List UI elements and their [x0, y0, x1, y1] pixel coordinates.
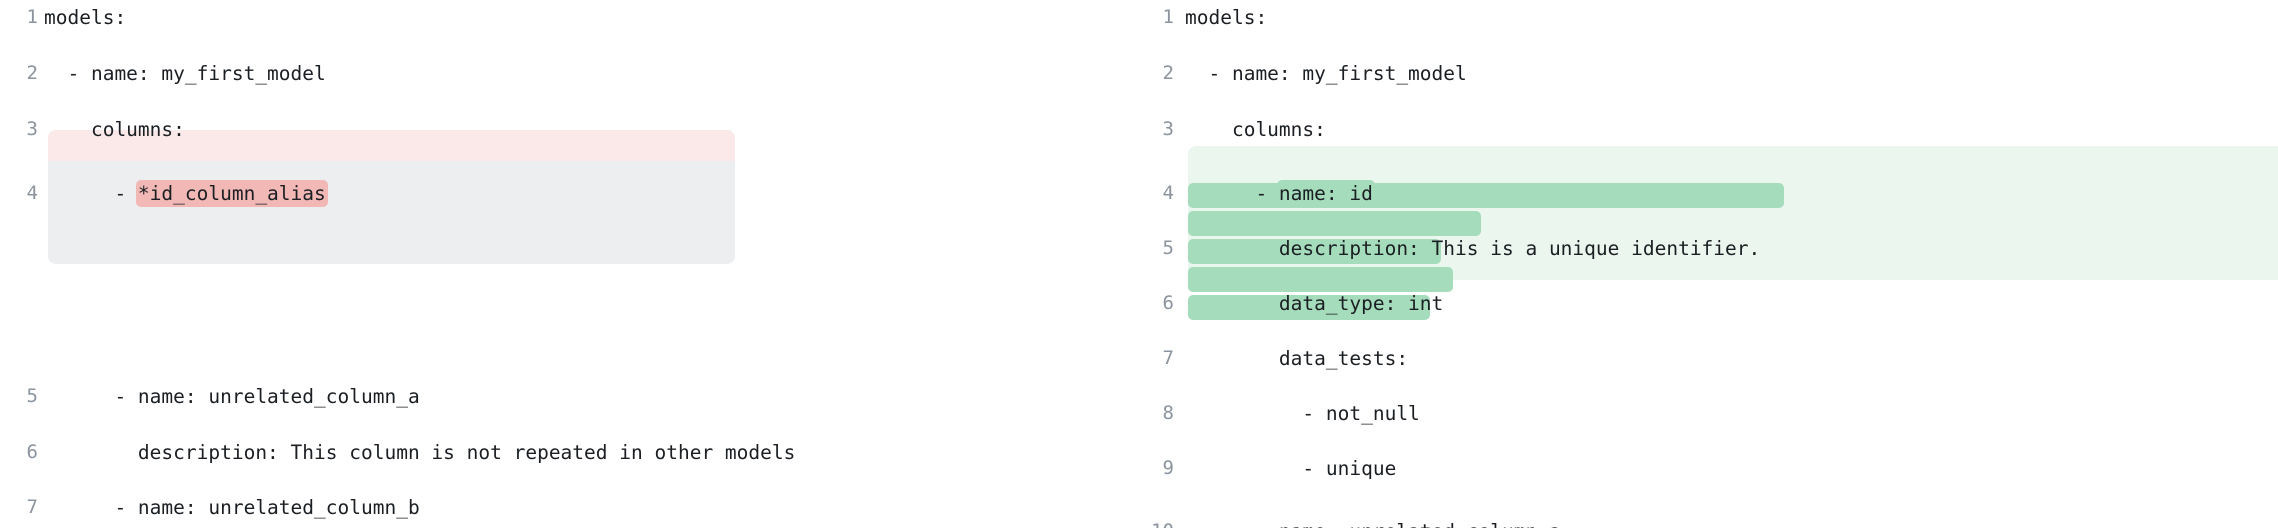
- line-content: - name: unrelated_column_a: [44, 385, 420, 408]
- line-number: 8: [1162, 402, 1174, 424]
- added-word-highlight: name: id: [1276, 180, 1375, 207]
- line-content: description: This is a unique identifier…: [1185, 237, 1761, 260]
- diff-panel-before: 1 models: 2 - name: my_first_model 3 col…: [0, 4, 1139, 521]
- line-content: - name: id: [1185, 180, 1375, 207]
- line-content: models:: [1185, 6, 1268, 29]
- line-content: - name: my_first_model: [44, 62, 326, 85]
- code-line[interactable]: 10 - name: unrelated_column_a: [1139, 518, 2278, 528]
- line-number: 2: [26, 62, 38, 84]
- line-content: - not_null: [1185, 402, 1420, 425]
- code-line-added[interactable]: 7 data_tests:: [1139, 345, 2278, 372]
- line-number: 10: [1140, 518, 1174, 528]
- line-number: 6: [1162, 292, 1174, 314]
- code-line[interactable]: 1 models:: [1139, 4, 2278, 31]
- code-line-added[interactable]: 9 - unique: [1139, 455, 2278, 482]
- line-number: 7: [26, 496, 38, 518]
- line-indent-prefix: -: [44, 182, 138, 205]
- diff-panel-after: 1 models: 2 - name: my_first_model 3 col…: [1139, 0, 2278, 528]
- line-number: 3: [1162, 118, 1174, 140]
- line-number: 6: [26, 441, 38, 463]
- line-content: - unique: [1185, 457, 1397, 480]
- line-number: 3: [26, 118, 38, 140]
- added-line-bar: [1188, 295, 1430, 320]
- code-line-added[interactable]: 4 - name: id: [1139, 180, 2278, 207]
- code-line[interactable]: 7 - name: unrelated_column_b: [0, 494, 1139, 521]
- code-line[interactable]: 3 columns:: [1139, 116, 2278, 143]
- line-number: 5: [26, 385, 38, 407]
- line-number: 1: [26, 6, 38, 28]
- added-line-bar: [1188, 267, 1453, 292]
- line-content: - *id_column_alias: [44, 180, 328, 207]
- line-number: 4: [1162, 182, 1174, 204]
- line-content: - name: unrelated_column_a: [1185, 518, 1560, 528]
- line-number: 9: [1162, 457, 1174, 479]
- line-number: 1: [1162, 6, 1174, 28]
- line-content: models:: [44, 6, 127, 29]
- line-content: columns:: [44, 118, 185, 141]
- code-line[interactable]: 3 columns:: [0, 116, 1139, 143]
- removed-word-highlight: *id_column_alias: [135, 180, 328, 207]
- code-line[interactable]: 2 - name: my_first_model: [0, 60, 1139, 87]
- removed-line-band: [48, 130, 735, 161]
- code-line-removed[interactable]: 4 - *id_column_alias: [0, 180, 1139, 207]
- added-line-bar: [1188, 211, 1481, 236]
- code-line-added[interactable]: 5 description: This is a unique identifi…: [1139, 235, 2278, 262]
- line-number: 2: [1162, 62, 1174, 84]
- code-line-added[interactable]: 6 data_type: int: [1139, 290, 2278, 317]
- added-line-bar: [1188, 239, 1441, 264]
- line-indent-prefix: -: [1185, 182, 1279, 205]
- line-content: - name: unrelated_column_b: [44, 496, 420, 519]
- before-code-lines: 1 models: 2 - name: my_first_model 3 col…: [0, 4, 1139, 521]
- line-number: 7: [1162, 347, 1174, 369]
- line-content: data_tests:: [1185, 347, 1409, 370]
- line-number: 5: [1162, 237, 1174, 259]
- line-number: 4: [26, 182, 38, 204]
- after-code-lines: 1 models: 2 - name: my_first_model 3 col…: [1139, 0, 2278, 528]
- line-content: - name: my_first_model: [1185, 62, 1467, 85]
- code-line-added[interactable]: 8 - not_null: [1139, 400, 2278, 427]
- code-line[interactable]: 5 - name: unrelated_column_a: [0, 383, 1139, 410]
- line-content: columns:: [1185, 118, 1326, 141]
- added-line-bars: [1139, 0, 2278, 528]
- code-line[interactable]: 1 models:: [0, 4, 1139, 31]
- code-line[interactable]: 6 description: This column is not repeat…: [0, 439, 1139, 466]
- line-content: data_type: int: [1185, 292, 1444, 315]
- code-line[interactable]: 2 - name: my_first_model: [1139, 60, 2278, 87]
- line-content: description: This column is not repeated…: [44, 441, 796, 464]
